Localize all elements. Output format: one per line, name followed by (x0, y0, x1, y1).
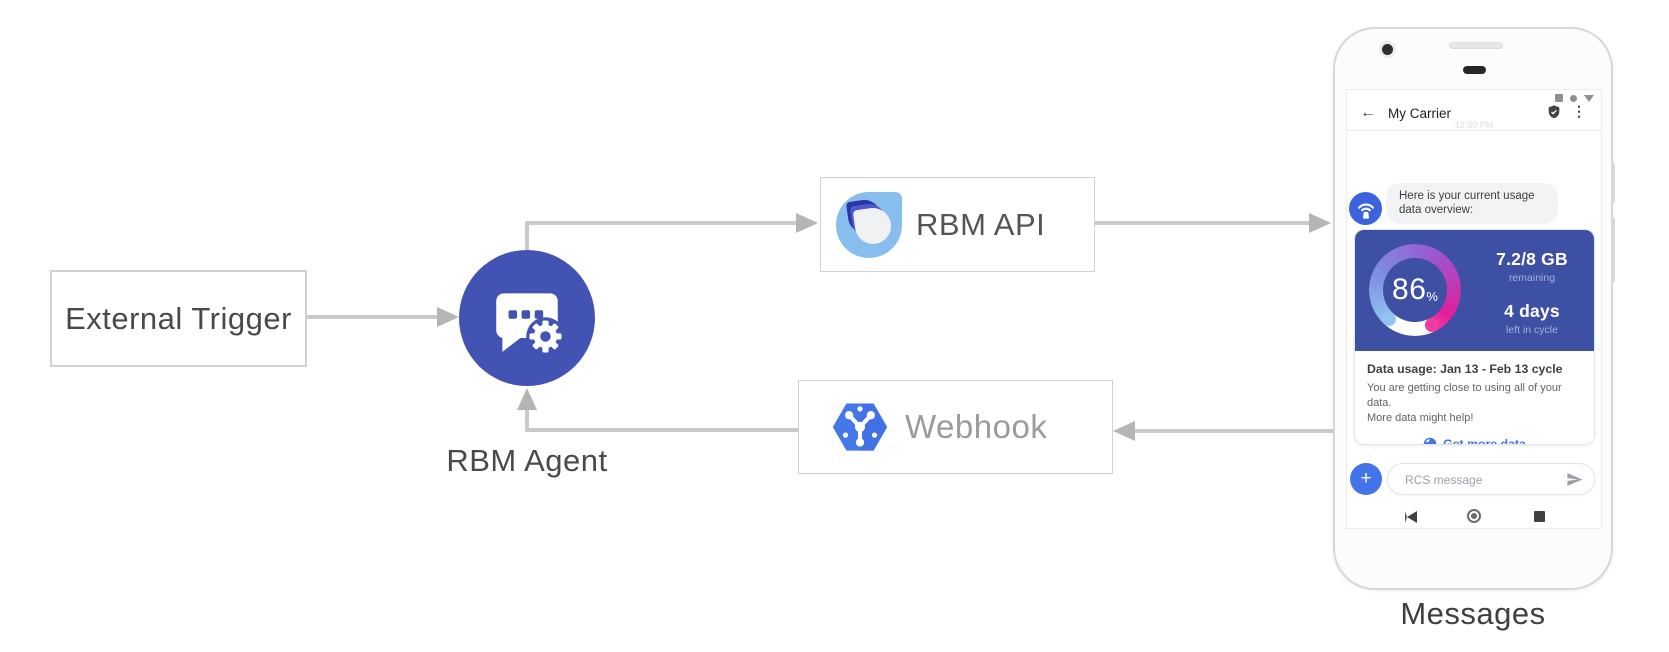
rbm-api-box: RBM API (820, 177, 1095, 272)
get-more-data-button[interactable]: Get more data (1367, 437, 1582, 445)
get-more-data-label: Get more data (1443, 437, 1526, 445)
back-arrow-icon[interactable]: ← (1360, 104, 1376, 121)
usage-card-text-line1: You are getting close to using all of yo… (1367, 382, 1562, 409)
remaining-value: 7.2/8 GB (1496, 249, 1568, 269)
arrow-phone-to-webhook (1113, 421, 1335, 441)
external-trigger-box: External Trigger (50, 270, 307, 367)
agent-message-line1: Here is your current usage (1399, 190, 1535, 202)
arrow-agent-to-api (525, 213, 818, 256)
arrow-webhook-to-agent (517, 388, 798, 432)
arrow-api-to-phone (1093, 213, 1331, 233)
external-trigger-label: External Trigger (65, 300, 292, 336)
rbm-agent-node (459, 250, 595, 386)
rbm-agent-label: RBM Agent (446, 443, 608, 478)
timestamp: 12:30 PM (1454, 120, 1494, 130)
phone-mockup: ← My Carrier ⋮ 12:30 PM Here is your cur (1333, 27, 1615, 590)
status-square-icon (1555, 94, 1563, 102)
rbm-api-label: RBM API (916, 206, 1046, 242)
gauge-start-cap (1382, 312, 1396, 326)
conversation-title: My Carrier (1388, 106, 1451, 121)
days-label: left in cycle (1506, 324, 1558, 336)
remaining-label: remaining (1508, 272, 1556, 284)
gauge-value: 86 % (1369, 244, 1461, 336)
chat-gear-icon (496, 293, 565, 356)
nav-home-button[interactable] (1467, 509, 1481, 523)
usage-card-text-line2: More data might help! (1367, 412, 1474, 424)
usage-card-title: Data usage: Jan 13 - Feb 13 cycle (1367, 362, 1563, 376)
send-icon[interactable] (1566, 471, 1583, 488)
status-circle-icon (1570, 94, 1577, 102)
status-triangle-icon (1584, 94, 1594, 102)
volume-button (1611, 217, 1615, 283)
front-camera (1382, 44, 1393, 55)
webhook-box: Webhook (798, 380, 1113, 474)
usage-card-body: Data usage: Jan 13 - Feb 13 cycle You ar… (1355, 351, 1594, 445)
nav-recents-button[interactable] (1534, 511, 1545, 522)
header-divider (1347, 130, 1601, 131)
add-attachment-button[interactable]: + (1350, 463, 1382, 495)
agent-message-line2: data overview: (1399, 203, 1474, 216)
rcs-message-input[interactable] (1403, 464, 1557, 496)
speaker-slot (1449, 42, 1503, 49)
status-bar (1555, 94, 1594, 102)
usage-card: 86 % 7.2/8 GB remaining 4 days left in c… (1354, 229, 1595, 445)
antenna-icon (1357, 203, 1374, 219)
overflow-menu-icon[interactable]: ⋮ (1572, 103, 1586, 119)
globe-icon (1423, 437, 1437, 444)
agent-message-bubble: Here is your current usage data overview… (1386, 183, 1558, 224)
message-composer (1387, 463, 1595, 496)
gauge-percent: 86 (1392, 273, 1427, 306)
power-button (1611, 162, 1615, 204)
gauge-percent-symbol: % (1426, 288, 1438, 304)
carrier-agent-avatar (1349, 192, 1382, 225)
days-value: 4 days (1504, 301, 1560, 321)
usage-card-header: 86 % 7.2/8 GB remaining 4 days left in c… (1355, 230, 1594, 351)
rbm-api-logo-icon (836, 191, 902, 258)
webhook-label: Webhook (905, 408, 1048, 445)
nav-back-button[interactable] (1405, 511, 1417, 523)
verified-shield-icon (1546, 104, 1562, 125)
arrow-trigger-to-agent (305, 307, 459, 327)
phone-screen: ← My Carrier ⋮ 12:30 PM Here is your cur (1346, 89, 1602, 529)
messages-caption: Messages (1400, 596, 1546, 631)
webhook-hexagon-icon (832, 403, 888, 451)
gauge-end-cap (1425, 318, 1439, 332)
earpiece (1463, 66, 1486, 74)
